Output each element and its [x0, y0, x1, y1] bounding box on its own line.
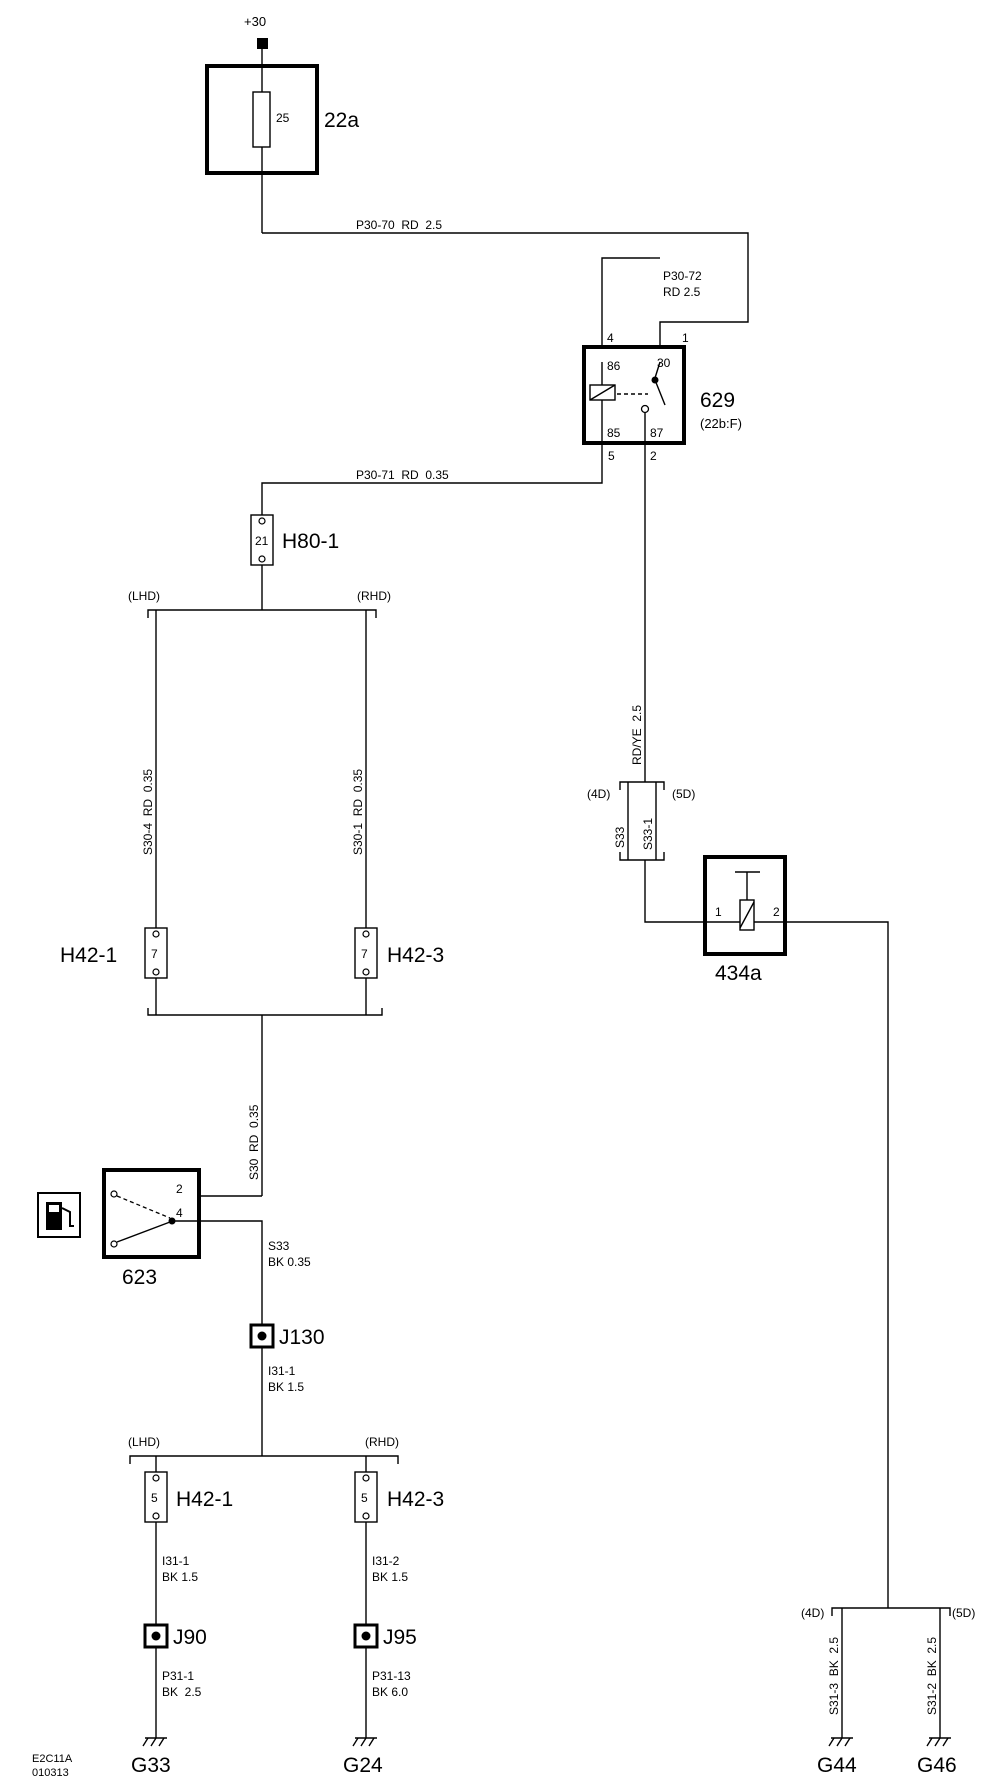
wire-label-p30-72-spec: RD 2.5 [663, 285, 701, 299]
wire-label-i31-1-bottom-spec: BK 1.5 [162, 1570, 198, 1584]
connector-h42-3-bottom-label: H42-3 [387, 1488, 444, 1511]
splice-j130-label: J130 [279, 1326, 325, 1349]
ground-g24-label: G24 [343, 1754, 383, 1777]
wire-label-i31-2-spec: BK 1.5 [372, 1570, 408, 1584]
indicator-label: 434a [715, 962, 762, 985]
wire-label-rd-ye: RD/YE 2.5 [630, 705, 644, 765]
wire-label-p31-1: P31-1 [162, 1669, 194, 1683]
variant-4d-bottom: (4D) [801, 1606, 824, 1620]
fuse-label: 22a [324, 109, 359, 132]
connector-h42-3-top-pin: 7 [361, 947, 368, 961]
wire-label-s33-right: S33 [613, 826, 627, 848]
variant-rhd-top: (RHD) [357, 589, 391, 603]
splice-j90-label: J90 [173, 1626, 207, 1649]
switch-label: 623 [122, 1266, 157, 1289]
supply-label: +30 [244, 14, 266, 29]
connector-h80-1-pin: 21 [255, 534, 269, 548]
wire-label-s33: S33 [268, 1239, 290, 1253]
ground-symbol-g33 [142, 1737, 167, 1747]
switch-pin-2: 2 [176, 1182, 183, 1196]
wire-label-p30-71: P30-71 RD 0.35 [356, 468, 449, 482]
relay-pin-30: 30 [657, 356, 671, 370]
wire-label-s30-4: S30-4 RD 0.35 [141, 769, 155, 855]
wire-label-s31-2: S31-2 BK 2.5 [925, 1637, 939, 1715]
wire-label-p31-13: P31-13 [372, 1669, 411, 1683]
indicator-pin-1: 1 [715, 905, 722, 919]
connector-h42-1-top-label: H42-1 [60, 944, 117, 967]
connector-h80-1 [250, 514, 274, 566]
wire-label-p31-13-spec: BK 6.0 [372, 1685, 408, 1699]
relay-pin-5: 5 [608, 449, 615, 463]
ground-g44-label: G44 [817, 1754, 857, 1777]
connector-h42-1-bottom [144, 1471, 168, 1523]
wire-label-s33-spec: BK 0.35 [268, 1255, 311, 1269]
footer-date: 010313 [32, 1767, 69, 1779]
ground-g46-label: G46 [917, 1754, 957, 1777]
connector-h42-1-bottom-pin: 5 [151, 1491, 158, 1505]
relay-location: (22b:F) [700, 416, 742, 431]
connector-h42-1-bottom-label: H42-1 [176, 1488, 233, 1511]
ground-g33-label: G33 [131, 1754, 171, 1777]
switch-pin-4: 4 [176, 1206, 183, 1220]
connector-h42-3-top-label: H42-3 [387, 944, 444, 967]
ground-symbol-g44 [828, 1737, 853, 1747]
fuse-rating: 25 [276, 111, 290, 125]
wire-label-s30: S30 RD 0.35 [247, 1104, 261, 1180]
fuel-icon [37, 1192, 81, 1238]
wire-label-s30-1: S30-1 RD 0.35 [351, 769, 365, 855]
relay-pin-1: 1 [682, 331, 689, 345]
splice-j90 [143, 1623, 169, 1649]
wire-label-i31-1: I31-1 [268, 1364, 296, 1378]
fuel-switch-623 [102, 1168, 201, 1259]
splice-j95-label: J95 [383, 1626, 417, 1649]
fuel-indicator-434a [703, 855, 787, 956]
wire-label-p31-1-spec: BK 2.5 [162, 1685, 202, 1699]
splice-j95 [353, 1623, 379, 1649]
connector-h42-3-bottom-pin: 5 [361, 1491, 368, 1505]
fuse-element [252, 91, 271, 148]
connector-h80-1-label: H80-1 [282, 530, 339, 553]
wire-label-i31-1-bottom: I31-1 [162, 1554, 190, 1568]
relay-label: 629 [700, 389, 735, 412]
splice-j130 [249, 1323, 275, 1349]
relay-pin-2: 2 [650, 449, 657, 463]
variant-5d-bottom: (5D) [952, 1606, 975, 1620]
indicator-pin-2: 2 [773, 905, 780, 919]
variant-5d-top: (5D) [672, 787, 695, 801]
relay-pin-4: 4 [607, 331, 614, 345]
relay-pin-87: 87 [650, 426, 664, 440]
connector-h42-1-top-pin: 7 [151, 947, 158, 961]
relay-pin-85: 85 [607, 426, 621, 440]
ground-symbol-g46 [926, 1737, 951, 1747]
wire-label-p30-70: P30-70 RD 2.5 [356, 218, 442, 232]
ground-symbol-g24 [352, 1737, 377, 1747]
variant-lhd-top: (LHD) [128, 589, 160, 603]
relay-629 [582, 345, 686, 445]
wire-label-s31-3: S31-3 BK 2.5 [827, 1637, 841, 1715]
wire-label-p30-72: P30-72 [663, 269, 702, 283]
wire-label-i31-2: I31-2 [372, 1554, 400, 1568]
footer-code: E2C11A [32, 1753, 73, 1765]
variant-4d-top: (4D) [587, 787, 610, 801]
variant-rhd-bottom: (RHD) [365, 1435, 399, 1449]
variant-lhd-bottom: (LHD) [128, 1435, 160, 1449]
relay-pin-86: 86 [607, 359, 621, 373]
wire-label-s33-1: S33-1 [641, 818, 655, 850]
wire-label-i31-1-spec: BK 1.5 [268, 1380, 304, 1394]
connector-h42-1-top [144, 927, 168, 979]
connector-h42-3-bottom [354, 1471, 378, 1523]
supply-terminal [257, 38, 268, 49]
